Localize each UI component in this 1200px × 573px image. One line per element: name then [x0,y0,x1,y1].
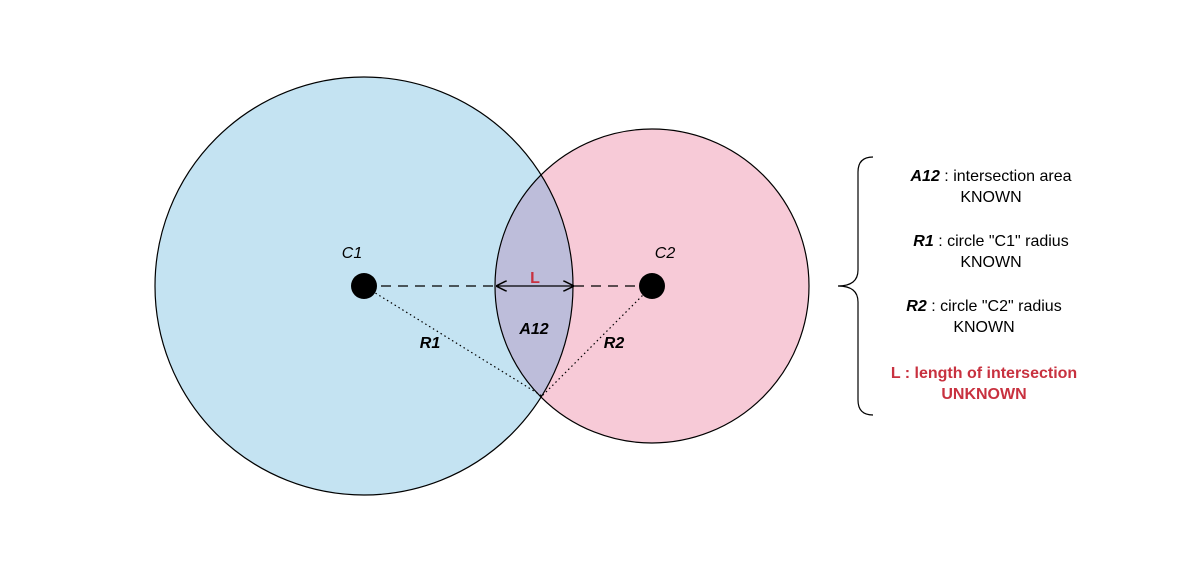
legend-text-l: L : length of intersection [890,365,1078,382]
label-c1: C1 [342,245,362,262]
legend-status-a12: KNOWN [960,189,1022,206]
legend-status-r2: KNOWN [953,319,1015,336]
label-a12: A12 [518,321,548,338]
legend-status-r1: KNOWN [960,254,1022,271]
legend-item-l: L : length of intersection UNKNOWN [854,363,1114,405]
legend-item-r2: R2 : circle "C2" radius KNOWN [854,296,1114,338]
curly-brace [837,156,874,416]
legend-symbol-r1: R1 [913,233,934,250]
legend-item-a12: A12 : intersection area KNOWN [861,166,1121,208]
label-r1: R1 [420,335,441,352]
legend-text-a12: : intersection area [939,168,1072,185]
label-l: L [530,270,540,287]
legend-status-l: UNKNOWN [941,386,1027,403]
circle-c2-outline [494,128,810,444]
label-c2: C2 [655,245,676,262]
radius-r1-line [363,285,543,397]
legend-item-r1: R1 : circle "C1" radius KNOWN [861,231,1121,273]
legend-symbol-a12: A12 [910,168,940,185]
center-c2-dot [639,273,665,299]
legend-text-r1: : circle "C1" radius [933,233,1069,250]
label-r2: R2 [604,335,625,352]
legend-text-r2: : circle "C2" radius [926,298,1062,315]
radius-r2-line [541,285,653,397]
center-c1-dot [351,273,377,299]
legend-symbol-r2: R2 [906,298,927,315]
